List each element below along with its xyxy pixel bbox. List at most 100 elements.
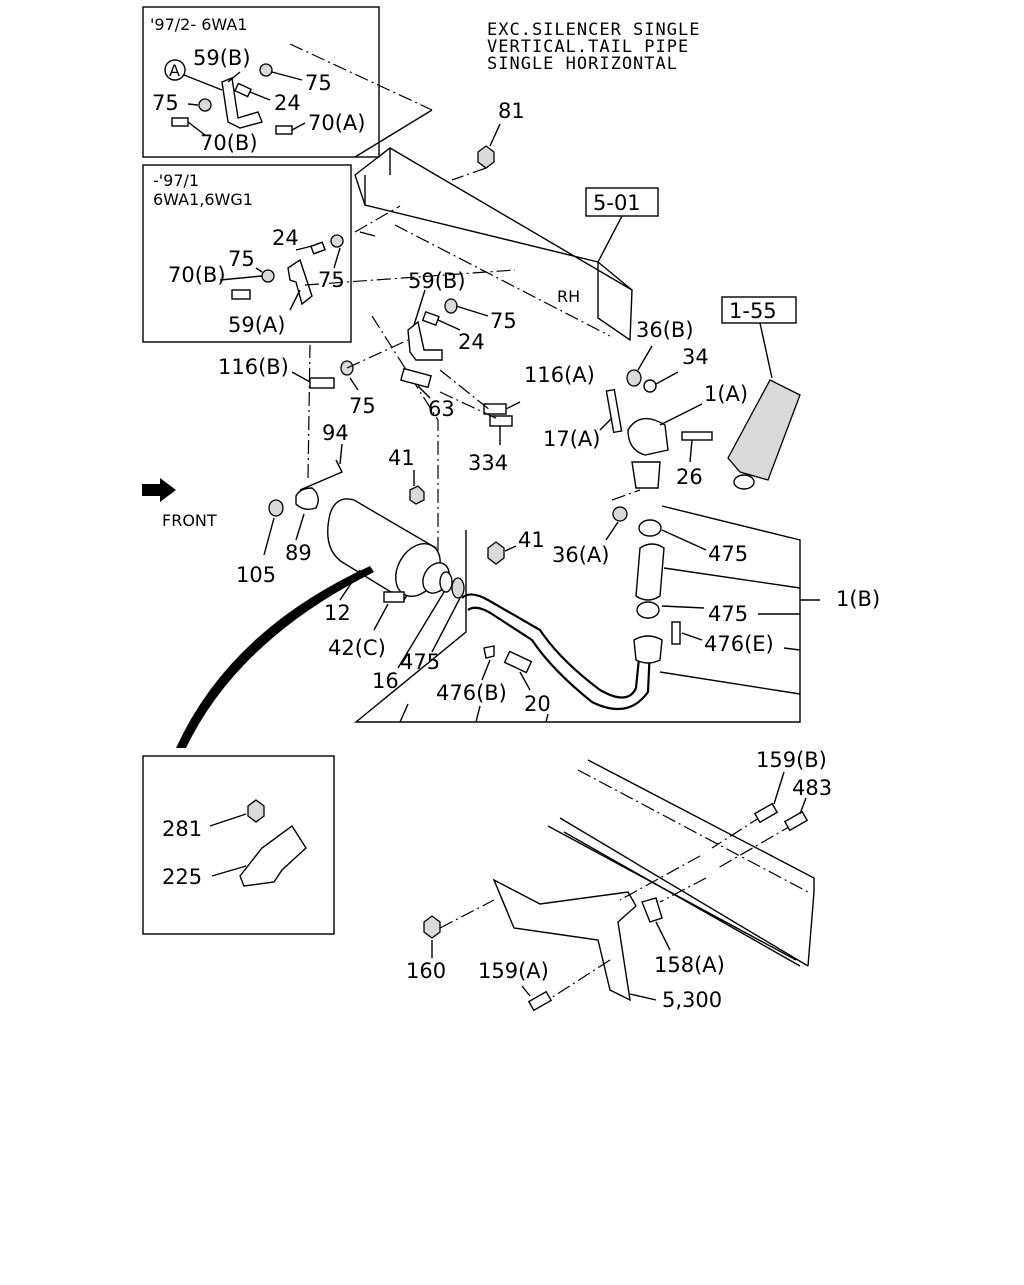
label-159a: 159(A) — [478, 959, 549, 983]
gasket-16 — [439, 571, 453, 593]
label-116a: 116(A) — [524, 363, 595, 387]
inset-b-frame — [142, 164, 352, 343]
label-24-b: 24 — [272, 226, 299, 250]
label-5300: 5,300 — [662, 988, 722, 1012]
label-70a-a: 70(A) — [308, 111, 365, 135]
inset-97-1-6wa1-6wg1: -'97/1 6WA1,6WG1 24 75 70(B) 75 59(A) — [142, 164, 352, 343]
pipe-clamp — [633, 635, 663, 664]
label-158a: 158(A) — [654, 953, 725, 977]
label-20: 20 — [524, 692, 551, 716]
label-105: 105 — [236, 563, 276, 587]
header-line-3: SINGLE HORIZONTAL — [487, 54, 678, 74]
nut-41b — [487, 541, 505, 565]
label-281: 281 — [162, 817, 202, 841]
ref-box-1-55 — [721, 296, 797, 324]
bolt-17a — [605, 388, 623, 434]
ref-5-01: 5-01 — [593, 191, 641, 215]
tail-pipe-20 — [461, 593, 642, 699]
tail-pipe-assembly: 1(B) 36(A) 475 475 476(E) 476(B) 20 — [354, 505, 880, 723]
nut-75-b1 — [330, 234, 344, 248]
nut-75-b2 — [261, 269, 275, 283]
label-16: 16 — [372, 669, 399, 693]
label-34: 34 — [682, 345, 709, 369]
spacer-24-main — [421, 310, 440, 326]
bolt-159a — [527, 990, 553, 1012]
label-476b: 476(B) — [436, 681, 507, 705]
bolt-476e — [671, 621, 681, 645]
nut-41a — [409, 485, 425, 505]
label-475-lower: 475 — [708, 602, 748, 626]
gasket-475-upper — [638, 519, 662, 537]
bolt-94 — [299, 459, 343, 491]
label-225: 225 — [162, 865, 202, 889]
label-75-main2: 75 — [349, 394, 376, 418]
inset-a-title: '97/2- 6WA1 — [150, 15, 247, 34]
nut-281 — [247, 799, 265, 823]
gasket-475-lower — [636, 601, 660, 619]
label-81: 81 — [498, 99, 525, 123]
inset-a-frame — [142, 6, 380, 158]
inset-b-title-2: 6WA1,6WG1 — [153, 190, 253, 209]
inset-c-frame — [142, 755, 335, 935]
header-note: EXC.SILENCER SINGLE VERTICAL.TAIL PIPE S… — [487, 20, 700, 74]
silencer-assembly: 94 105 89 41 12 42(C) 16 475 41 — [236, 344, 545, 693]
washer-34 — [643, 379, 657, 393]
label-59b-main: 59(B) — [408, 269, 466, 293]
label-41a: 41 — [388, 446, 415, 470]
bracket-158a — [641, 897, 663, 923]
bolt-70b-b — [231, 289, 251, 300]
label-94: 94 — [322, 421, 349, 445]
nut-75-main1 — [444, 298, 458, 314]
label-42c: 42(C) — [328, 636, 386, 660]
nut-75-a2 — [198, 98, 212, 112]
inset-detail-bracket: 281 225 — [142, 755, 335, 935]
label-75-a1: 75 — [305, 71, 332, 95]
label-334: 334 — [468, 451, 508, 475]
label-475-upper: 475 — [708, 542, 748, 566]
label-75-b1: 75 — [228, 247, 255, 271]
label-front: FRONT — [162, 511, 217, 530]
label-1b: 1(B) — [836, 587, 880, 611]
label-116b: 116(B) — [218, 355, 289, 379]
header-line-2: VERTICAL.TAIL PIPE — [487, 37, 689, 57]
label-12: 12 — [324, 601, 351, 625]
nut-105 — [268, 499, 284, 517]
front-arrow: FRONT — [142, 478, 217, 530]
label-159b: 159(B) — [756, 748, 827, 772]
nut-75-a1 — [259, 63, 273, 77]
bracket-59a — [287, 258, 313, 306]
exhaust-manifold: 1-55 — [721, 296, 801, 490]
label-41b: 41 — [518, 528, 545, 552]
circle-a-letter: A — [169, 61, 180, 80]
label-26: 26 — [676, 465, 703, 489]
flange-1a — [627, 417, 669, 456]
spacer-24-a — [234, 82, 252, 98]
label-17a: 17(A) — [543, 427, 600, 451]
bracket-225 — [239, 824, 307, 887]
flange-gasket — [631, 461, 661, 489]
hanger-63 — [400, 367, 432, 389]
bracket-assembly-main: 59(B) 75 24 116(B) 75 63 116(A) 334 — [218, 269, 595, 560]
label-70b-a: 70(B) — [200, 131, 258, 155]
header-line-1: EXC.SILENCER SINGLE — [487, 20, 700, 40]
flange-connection: 36(B) 34 1(A) 17(A) 26 — [543, 318, 748, 501]
bolt-70a-a — [275, 125, 293, 135]
bolt-116a — [483, 403, 507, 415]
label-24-a: 24 — [274, 91, 301, 115]
bracket-59b-a — [221, 77, 263, 129]
label-24-main: 24 — [458, 330, 485, 354]
joint-pipe — [635, 543, 665, 601]
label-59a: 59(A) — [228, 313, 285, 337]
label-36b: 36(B) — [636, 318, 694, 342]
lower-frame-heat-shield: 159(B) 483 160 159(A) 158(A) 5,300 — [406, 748, 832, 1012]
label-75-a2: 75 — [152, 91, 179, 115]
nut-81 — [477, 145, 495, 169]
inset-b-title-1: -'97/1 — [153, 171, 199, 190]
label-75-b2: 75 — [318, 268, 345, 292]
front-arrow-icon — [142, 478, 176, 502]
label-483: 483 — [792, 776, 832, 800]
group-1b-frame — [354, 505, 801, 723]
label-160: 160 — [406, 959, 446, 983]
